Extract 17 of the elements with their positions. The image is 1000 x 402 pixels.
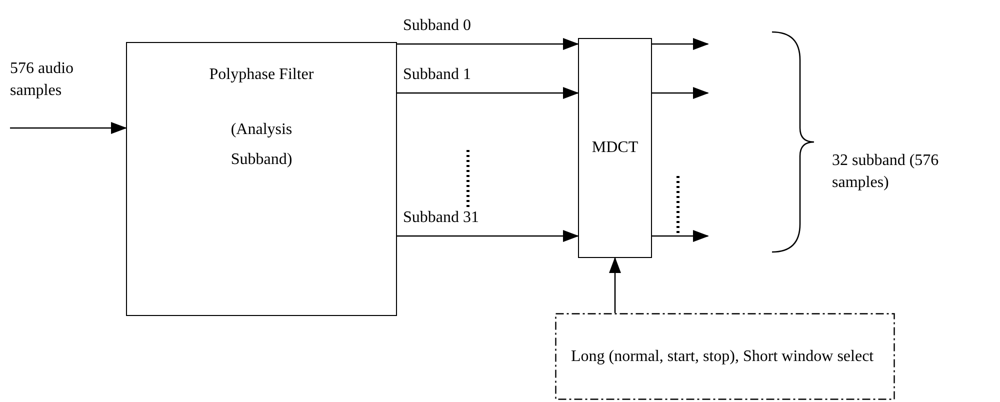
annotation-text: 576 audio samples — [10, 59, 75, 101]
node-text: Polyphase Filter — [209, 65, 314, 85]
arrow — [397, 87, 579, 99]
note-box — [555, 313, 895, 400]
node-text: MDCT — [592, 138, 638, 158]
node-text: Long (normal, start, stop), Short window select — [571, 346, 874, 366]
annotation-text: 32 subband (576 samples) — [832, 151, 940, 193]
node-text: (Analysis Subband) — [230, 120, 294, 170]
arrow — [652, 38, 709, 50]
arrow — [10, 122, 127, 134]
process-box — [126, 42, 397, 316]
arrow — [397, 230, 579, 242]
arrow — [652, 87, 709, 99]
process-box — [578, 38, 652, 258]
arrow — [652, 230, 709, 242]
arrow — [609, 257, 621, 313]
arrow — [397, 38, 579, 50]
